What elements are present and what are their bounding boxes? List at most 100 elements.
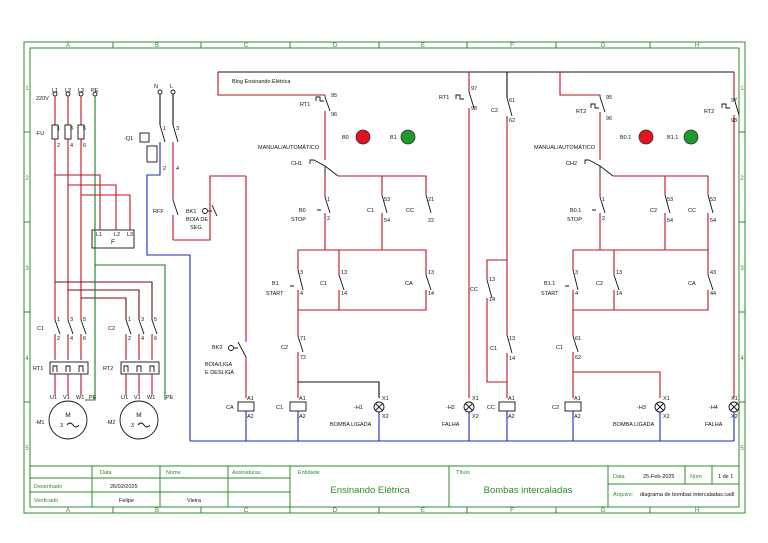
no-contact-icon xyxy=(707,194,714,214)
contact-terminal: 14 xyxy=(509,356,515,362)
col-label: F xyxy=(510,508,514,514)
motor-terminal: V1 xyxy=(134,395,141,401)
rt1-label: RT1 xyxy=(300,102,310,108)
contact-terminal: 44 xyxy=(710,291,716,297)
entidade-header: Entidade xyxy=(298,470,320,476)
num-label: Núm xyxy=(690,474,702,480)
contact-terminal: 3 xyxy=(70,317,73,323)
c2-label: C2 xyxy=(108,326,115,332)
contact-terminal: 6 xyxy=(154,336,157,342)
line-label: PE xyxy=(91,88,99,94)
contact-terminal: 13 xyxy=(616,270,622,276)
col-label: D xyxy=(333,43,338,49)
rt1-label: RT1 xyxy=(33,366,43,372)
contact-terminal: 4 xyxy=(575,291,578,297)
blog-label: Blog Ensinando Elétrica xyxy=(232,79,291,85)
button-label: B0.1 xyxy=(570,208,581,214)
no-contact-icon xyxy=(338,274,345,291)
ca-coil-label: CA xyxy=(226,405,234,411)
page-number: 1 de 1 xyxy=(718,474,733,480)
nc-contact-icon xyxy=(572,335,579,353)
contact-label: C1 xyxy=(490,346,497,352)
motor-terminal: PE xyxy=(166,395,174,401)
col-label: G xyxy=(601,43,606,49)
fuse-label: -FU xyxy=(35,131,44,137)
terminal-icon xyxy=(170,89,176,95)
motor-phase: 3 xyxy=(131,423,134,429)
row-label: 4 xyxy=(25,356,29,362)
bk2-desc: BOIA/LIGA xyxy=(205,362,233,368)
col-label: H xyxy=(695,43,699,49)
contact-terminal: 2 xyxy=(128,336,131,342)
contact-terminal: 21 xyxy=(428,197,434,203)
coil-terminal: A2 xyxy=(508,414,515,420)
col-label: F xyxy=(510,43,514,49)
bk1-desc: BOIA DE xyxy=(186,217,208,223)
line-label: L3 xyxy=(78,88,84,94)
lamp-label: B1.1 xyxy=(667,135,678,141)
selector-switch-icon xyxy=(584,159,614,177)
contact-label: CA xyxy=(405,281,413,287)
coil-label: C1 xyxy=(276,405,283,411)
breaker-terminal: 1 xyxy=(163,126,166,132)
motor-terminal: W1 xyxy=(147,395,155,401)
motor-terminal: W1 xyxy=(76,395,84,401)
col-label: G xyxy=(601,508,606,514)
contact-terminal: 22 xyxy=(428,218,434,224)
fuse-terminal: 2 xyxy=(57,143,60,149)
date-value: 26/02/2025 xyxy=(110,484,138,490)
row-label: 3 xyxy=(25,266,29,272)
contact-terminal: 13 xyxy=(341,270,347,276)
motor-label: -M2 xyxy=(106,420,115,426)
col-label: A xyxy=(66,508,70,514)
falha-label: FALHA xyxy=(442,422,460,428)
checker-name: Felipe xyxy=(119,498,134,504)
ch1-label: CH1 xyxy=(291,161,302,167)
contact-terminal: 54 xyxy=(384,218,390,224)
green-lamp-icon xyxy=(400,129,416,145)
desenhado-label: Desenhado xyxy=(34,484,62,490)
contact-label: C2 xyxy=(596,281,603,287)
no-contact-icon xyxy=(425,274,432,291)
contact-label: C1 xyxy=(320,281,327,287)
lamp-terminal: X2 xyxy=(472,414,479,420)
col-label: A xyxy=(66,43,70,49)
contact-terminal: 14 xyxy=(616,291,622,297)
row-labels: 1 2 3 4 5 1 2 3 4 5 xyxy=(25,86,744,452)
no-contact-icon xyxy=(506,334,513,354)
rt2-label: RT2 xyxy=(576,109,586,115)
contact-terminal: 14 xyxy=(341,291,347,297)
nc-contact-icon xyxy=(297,335,304,353)
nc-contact-icon xyxy=(425,194,432,214)
coil-terminal: A2 xyxy=(299,414,306,420)
checker-lastname: Vieira xyxy=(187,498,202,504)
contact-terminal: 1 xyxy=(128,317,131,323)
contact-terminal: 61 xyxy=(509,98,515,104)
row-label: 4 xyxy=(740,356,744,362)
manual-auto-label: MANUAL/AUTOMÁTICO xyxy=(534,144,596,151)
contact-terminal: 1 xyxy=(57,317,60,323)
red-lamp-icon xyxy=(355,129,371,145)
lamp-label: B1 xyxy=(390,135,397,141)
motor-phase: 3 xyxy=(60,423,63,429)
overload-contact-icon xyxy=(733,97,740,116)
contact-label: CA xyxy=(688,281,696,287)
contact-terminal: 95 xyxy=(606,95,612,101)
stop-label: STOP xyxy=(567,217,582,223)
contact-terminal: 72 xyxy=(300,355,306,361)
col-label: H xyxy=(695,508,699,514)
float-switch-icon xyxy=(228,345,234,351)
assinaturas-header: Assinaturas xyxy=(232,470,261,476)
row-label: 1 xyxy=(740,86,744,92)
selector-switch-icon xyxy=(309,159,339,177)
row-label: 2 xyxy=(740,176,744,182)
contact-terminal: 3 xyxy=(300,270,303,276)
contact-terminal: 97 xyxy=(471,86,477,92)
contact-terminal: 53 xyxy=(384,197,390,203)
contact-icon xyxy=(54,319,87,335)
coil-icon xyxy=(498,401,516,412)
f-terminal: L1 xyxy=(96,232,102,238)
contact-terminal: 53 xyxy=(710,197,716,203)
coil-terminal: A2 xyxy=(574,414,581,420)
breaker-coil-icon xyxy=(146,145,158,163)
